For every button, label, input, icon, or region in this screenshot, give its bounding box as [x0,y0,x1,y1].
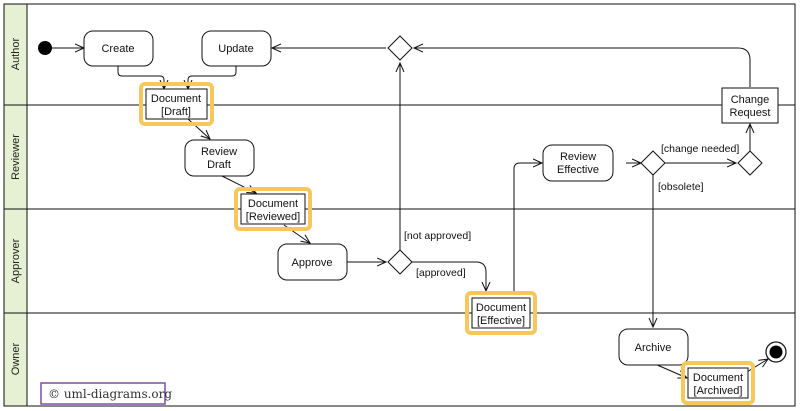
action-update[interactable] [201,30,272,67]
change-request-line2: Request [730,107,771,119]
change-request-line1: Change [731,94,770,106]
flow-edge [513,163,542,291]
lane-label-author: Author [10,37,22,70]
flow-edge [117,66,164,89]
action-review-effective-line1: Review [560,151,596,163]
action-approve[interactable] [277,243,348,281]
flow-edge [746,359,768,373]
lane-label-owner: Owner [10,342,22,375]
lane-label-reviewer: Reviewer [10,134,22,180]
action-approve-label: Approve [292,257,333,269]
object-reviewed-line2: [Reviewed] [246,211,300,223]
flow-edge-approved [412,261,486,291]
guard-obsolete: [obsolete] [658,181,704,193]
object-archived-line1: Document [693,372,743,384]
object-document-draft[interactable] [145,88,208,120]
action-review-effective[interactable] [542,144,614,182]
action-archive-label: Archive [635,342,672,354]
object-draft-line1: Document [151,93,201,105]
decision-node-approval [387,249,413,275]
action-review-draft-line2: Draft [207,159,231,171]
object-document-effective[interactable] [471,297,531,329]
action-archive[interactable] [618,328,689,366]
object-highlight [234,187,312,231]
object-highlight [465,291,537,335]
object-archived-line2: [Archived] [694,385,743,397]
action-create[interactable] [83,30,154,67]
object-document-archived[interactable] [687,367,749,399]
merge-node [387,35,413,61]
action-review-effective-line2: Effective [557,164,599,176]
guard-change-needed: [change needed] [661,143,739,155]
object-draft-line2: [Draft] [161,106,191,118]
final-node-inner [769,345,783,359]
action-update-label: Update [218,43,253,55]
object-highlight [139,82,214,126]
object-effective-line1: Document [476,302,526,314]
action-create-label: Create [101,43,134,55]
initial-node [38,41,52,55]
object-effective-line2: [Effective] [477,315,525,327]
action-review-draft[interactable] [184,139,255,177]
decision-node-review [640,150,666,176]
decision-node-change [737,150,763,176]
watermark-box [40,382,166,405]
control-flows [51,48,768,378]
guard-not-approved: [not approved] [404,230,471,242]
object-reviewed-line1: Document [248,198,298,210]
object-highlight [681,361,755,405]
flow-edge [414,48,751,87]
action-review-draft-line1: Review [201,146,237,158]
watermark-text: © uml-diagrams.org [48,387,172,401]
flow-edge [188,66,237,89]
guard-approved: [approved] [416,267,466,279]
object-change-request[interactable] [721,87,779,124]
object-document-reviewed[interactable] [240,193,306,225]
lane-label-approver: Approver [10,238,22,283]
